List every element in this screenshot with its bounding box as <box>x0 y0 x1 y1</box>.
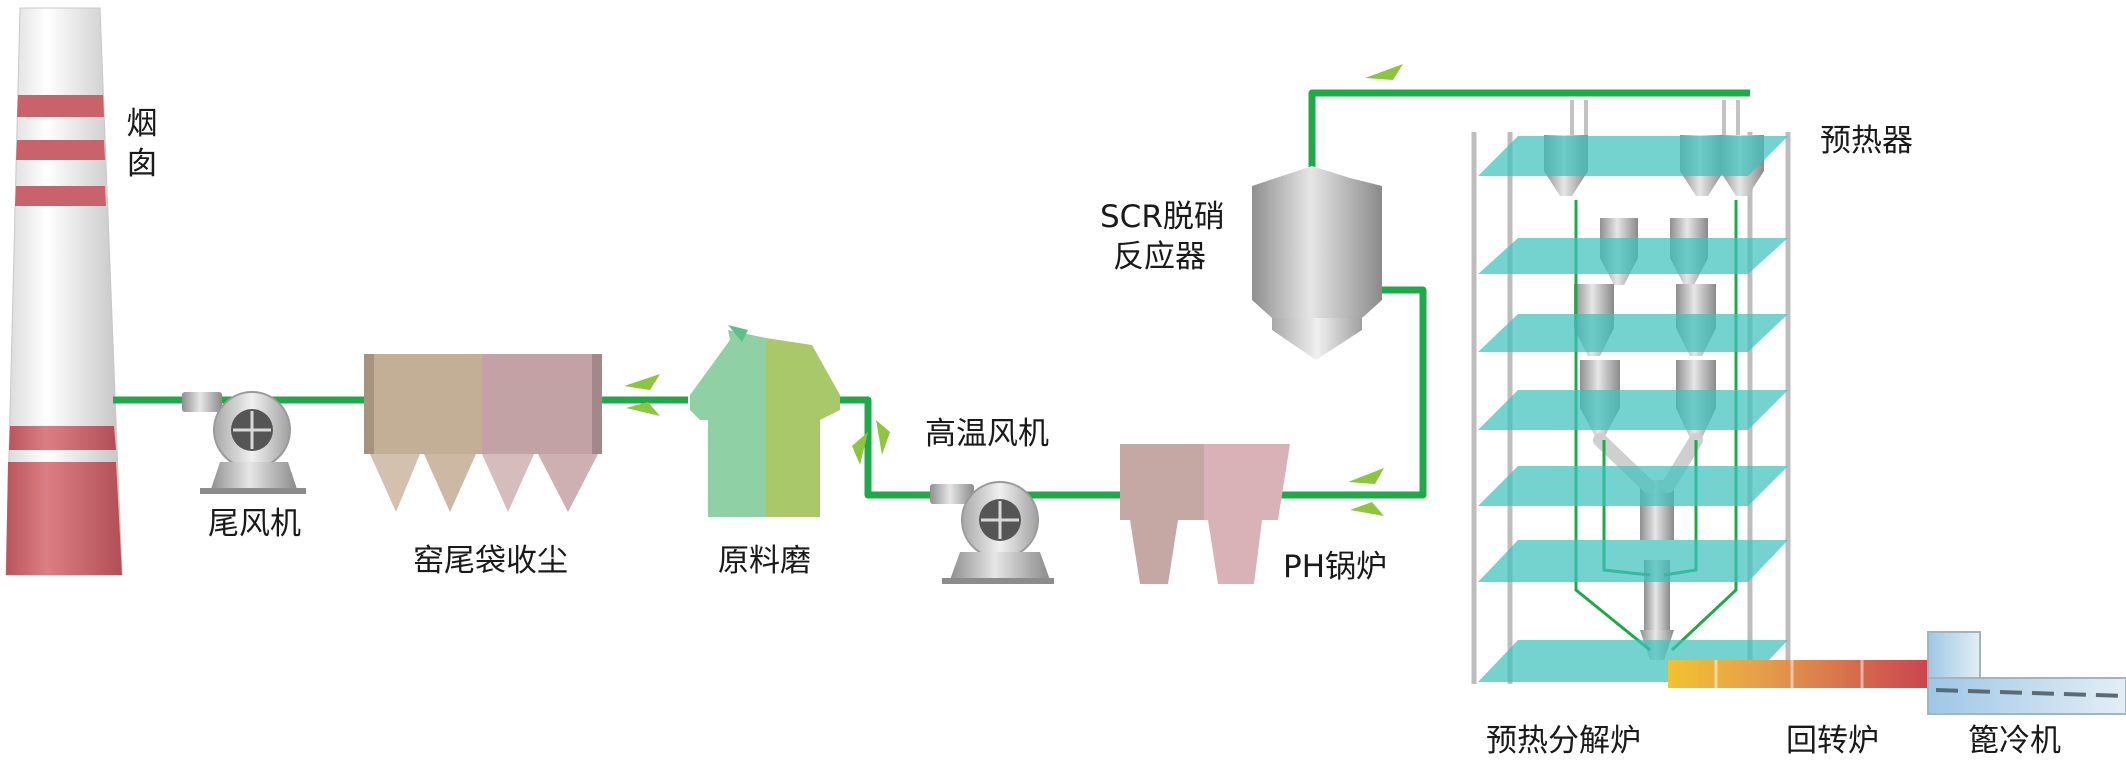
preheater-decks <box>1478 136 1788 682</box>
tail-fan <box>182 391 306 494</box>
rotary-kiln-label: 回转炉 <box>1786 723 1879 759</box>
chimney-label: 烟囱 <box>126 106 158 183</box>
preheater-calciner-label: 预热分解炉 <box>1486 723 1641 759</box>
scr-denitration-reactor <box>1252 166 1382 360</box>
preheater-label: 预热器 <box>1820 123 1913 159</box>
gas-flow-lines <box>113 89 1750 499</box>
arrow-boiler-upper <box>1348 468 1384 484</box>
scr-label-line1: SCR脱硝 <box>1100 199 1225 235</box>
high-temp-fan-label: 高温风机 <box>925 416 1049 452</box>
flow-line-fan-to-mill <box>840 396 938 499</box>
bag-filter-label: 窑尾袋收尘 <box>413 543 568 579</box>
chimney-band-lower <box>15 186 106 206</box>
high-temperature-fan <box>930 481 1054 584</box>
ph-boiler <box>1120 444 1290 584</box>
scr-label-line2: 反应器 <box>1113 239 1206 275</box>
chimney-base-red <box>9 426 116 450</box>
chimney-band-middle <box>16 140 105 160</box>
arrow-boiler-lower <box>1350 502 1384 516</box>
chimney <box>5 7 123 576</box>
arrow-filter-upper <box>624 374 660 390</box>
tail-fan-label: 尾风机 <box>208 506 301 542</box>
grate-cooler-label: 篦冷机 <box>1968 723 2061 759</box>
ph-boiler-label: PH锅炉 <box>1283 549 1388 585</box>
rotary-kiln <box>1668 660 1928 688</box>
chimney-band-top <box>17 95 104 117</box>
arrow-mill-right-lower <box>852 432 868 465</box>
flow-line-preheater-to-scr <box>1308 89 1750 168</box>
preheater-tower <box>1471 100 1791 684</box>
flow-arrows <box>624 64 1403 516</box>
arrow-top <box>1365 64 1403 80</box>
raw-mill-label: 原料磨 <box>718 543 811 579</box>
grate-cooler <box>1927 631 2126 715</box>
raw-mill <box>690 325 840 517</box>
arrow-filter-lower <box>626 402 660 416</box>
chimney-base-lower <box>6 462 122 575</box>
arrow-mill-right-upper <box>876 420 890 455</box>
flow-line-scr-to-boiler <box>1278 286 1427 499</box>
kiln-tail-bag-filter <box>364 354 602 512</box>
